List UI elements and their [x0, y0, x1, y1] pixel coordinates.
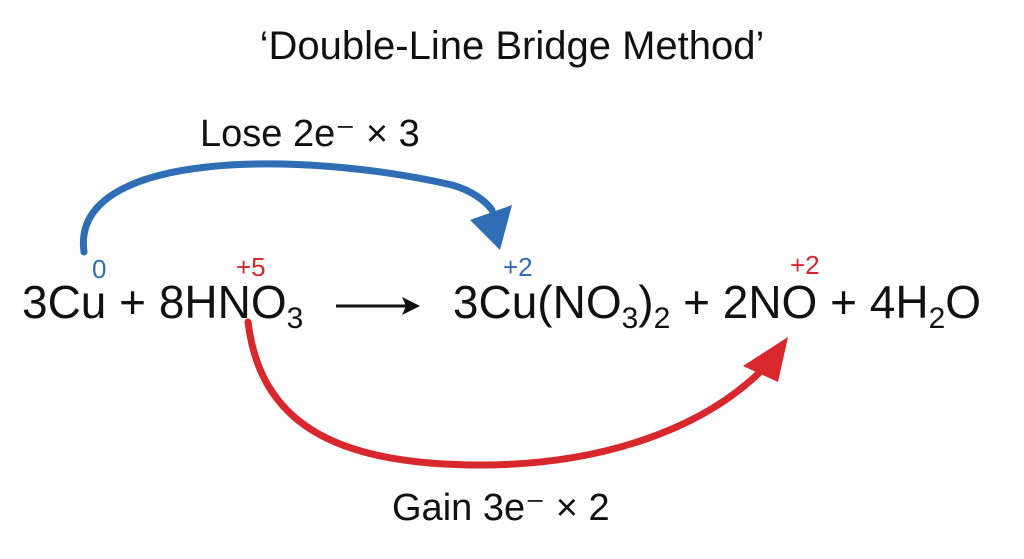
- oxidation-state-n-reactant: +5: [236, 252, 266, 282]
- electron-gain-arrowhead: [743, 337, 788, 382]
- diagram-title: ‘Double-Line Bridge Method’: [259, 24, 765, 68]
- product-copper-nitrate-prefix: 3Cu(NO: [452, 276, 622, 328]
- product-water-suffix: O: [945, 276, 982, 328]
- product-nitric-oxide: 2NO: [722, 276, 818, 328]
- chemical-equation: 3Cu + 8HNO3 3Cu(NO3)2 + 2NO + 4H2O: [22, 274, 982, 334]
- subscript-2: 2: [653, 302, 671, 335]
- oxidation-state-n-product: +2: [790, 250, 820, 280]
- plus-sign: +: [683, 276, 710, 328]
- oxidation-state-cu-product: +2: [503, 252, 533, 282]
- reactant-copper: 3Cu: [22, 276, 107, 328]
- plus-sign: +: [830, 276, 857, 328]
- electron-loss-arc: [80, 160, 496, 256]
- electron-gain-label: Gain 3e⁻ × 2: [392, 487, 610, 529]
- electron-gain-arc: [244, 318, 764, 469]
- closing-parenthesis: ): [638, 276, 654, 328]
- electron-loss-arrowhead: [470, 205, 512, 250]
- subscript-2: 2: [928, 302, 946, 335]
- oxidation-state-cu-reactant: 0: [92, 254, 107, 284]
- product-water: 4H2O: [869, 276, 982, 334]
- reactant-nitric-acid-main: 8HNO: [158, 276, 287, 328]
- reactant-nitric-acid: 8HNO3: [158, 276, 304, 334]
- product-water-prefix: 4H: [869, 276, 929, 328]
- subscript-3: 3: [621, 302, 639, 335]
- electron-loss-label: Lose 2e⁻ × 3: [200, 113, 420, 155]
- product-copper-nitrate: 3Cu(NO3)2: [452, 276, 670, 334]
- reaction-arrow-icon: [336, 296, 421, 315]
- plus-sign: +: [119, 276, 147, 328]
- subscript-3: 3: [286, 302, 304, 335]
